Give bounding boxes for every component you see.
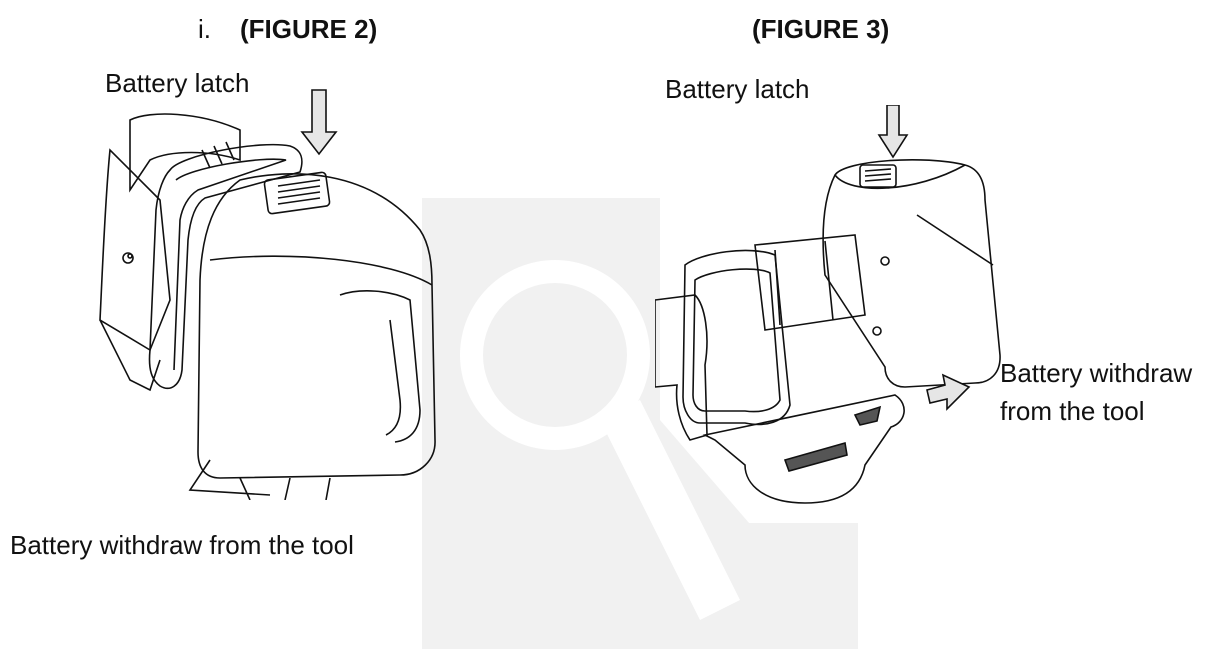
figure-2-battery-illustration [90, 80, 450, 500]
figure-2-latch-label: Battery latch [105, 68, 250, 98]
figure-2-heading: (FIGURE 2) [240, 14, 378, 44]
list-marker: i. [198, 14, 211, 44]
right-arrow-icon [926, 373, 971, 411]
down-arrow-icon [877, 105, 909, 159]
figure-3-latch-label: Battery latch [665, 74, 810, 104]
figure-3-withdraw-label-line1: Battery withdraw [1000, 358, 1193, 388]
figure-3-battery-illustration [655, 105, 1015, 505]
figure-2-withdraw-label: Battery withdraw from the tool [10, 530, 354, 560]
figure-3-withdraw-label-line2: from the tool [1000, 396, 1145, 426]
figure-3-heading: (FIGURE 3) [752, 14, 890, 44]
down-arrow-icon [300, 89, 338, 156]
